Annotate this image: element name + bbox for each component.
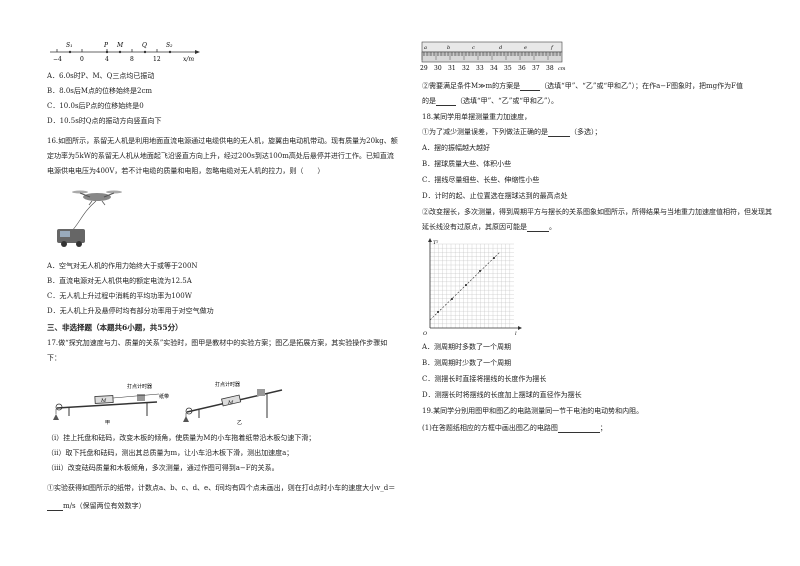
axis-tick-label: −4 xyxy=(53,56,62,63)
axis-point-label: S₂ xyxy=(166,42,173,49)
mass-label-yi: M xyxy=(227,400,234,406)
q18-subquestion-2-line2: 延长线没有过原点，其原因可能是。 xyxy=(422,223,556,232)
q18-subquestion-1: ①为了减少测量误差，下列做法正确的是 （多选）； xyxy=(422,128,602,137)
tape-point-label: e xyxy=(524,45,527,51)
q18-subquestion-2: ②改变摆长，多次测量，得到周期平方与摆长的关系图象如图所示，所得结果与当地重力加… xyxy=(422,208,772,216)
q17-step: （ⅱ）取下托盘和砝码，测出其总质量为m，让小车沿木板下滑，测出加速度a； xyxy=(47,449,294,457)
q17-2-text-b: （选填“甲”、“乙”或“甲和乙”）；在作a−F图象时，把mg作为F值 xyxy=(540,82,743,90)
q17-2-text-a: ②需要满足条件M≫m的方案是 xyxy=(422,82,521,90)
q16-line: 16.如图所示，系留无人机是利用地面直流电源通过电缆供电的无人机，旋翼由电动机带… xyxy=(47,137,398,145)
q17-subquestion-1-tail: m/s（保留两位有效数字） xyxy=(47,502,146,511)
q15-option-d: D．10.5s时Q点的振动方向竖直向下 xyxy=(47,117,162,125)
answer-blank[interactable] xyxy=(520,82,541,91)
q17-2-text-c: 的是 xyxy=(422,97,436,105)
q15-option-b: B．8.0s后M点的位移始终是2cm xyxy=(47,87,153,95)
graph-origin: O xyxy=(423,331,427,336)
answer-blank[interactable] xyxy=(47,502,63,511)
q18-1-text-b: （多选）； xyxy=(570,128,602,136)
figure-label-jia: 甲 xyxy=(105,420,110,426)
axis-tick-label: 4 xyxy=(105,56,109,63)
ruler-number: 34 xyxy=(490,65,498,72)
axis-tick-label: 12 xyxy=(153,56,161,63)
q17-line: 17.做“探究加速度与力、质量的关系”实验时，图甲是教材中的实验方案；图乙是拓展… xyxy=(47,339,388,347)
ruler-number: 33 xyxy=(476,65,484,72)
q16-option-d: D．无人机上升及悬停时均有部分功率用于对空气做功 xyxy=(47,307,214,315)
graph-ylabel: T² xyxy=(433,240,438,246)
q18-option-c: C．摆线尽量细些、长些、伸缩性小些 xyxy=(422,176,540,184)
tape-ruler-figure: a b c d e f 29 30 31 32 33 34 35 36 37 3… xyxy=(420,41,566,72)
q18-2-option-c: C．测摆长时直接将摆线的长度作为摆长 xyxy=(422,375,547,383)
ruler-number: 30 xyxy=(434,65,442,72)
q18-2-option-b: B．测周期时少数了一个周期 xyxy=(422,359,512,367)
mass-label-jia: M xyxy=(100,398,107,404)
q19-subquestion-1: (1)在答题纸相应的方框中画出图乙的电路图 ； xyxy=(422,424,607,433)
q18-option-b: B．摆球质量大些、体积小些 xyxy=(422,160,512,168)
q15-option-a: A．6.0s时P、M、Q三点均已振动 xyxy=(47,72,155,80)
axis-point-label: P xyxy=(103,42,109,49)
axis-unit-label: x/m xyxy=(183,56,194,63)
q16-option-b: B．直流电源对无人机供电的额定电流为12.5A xyxy=(47,277,192,285)
pendulum-graph: T² l O xyxy=(423,238,522,336)
q17-step: （ⅲ）改变砝码质量和木板倾角，多次测量，通过作图可得到a−F的关系。 xyxy=(47,464,279,472)
tape-point-label: f xyxy=(550,45,554,51)
ruler-number: 36 xyxy=(518,65,526,72)
tape-point-label: d xyxy=(499,45,502,51)
timer-label-yi: 打点计时器 xyxy=(215,381,240,388)
answer-blank[interactable] xyxy=(436,97,456,106)
q18-option-d: D．计时的起、止位置选在摆球达到的最高点处 xyxy=(422,192,568,200)
q19-title: 19.某同学分别用图甲和图乙的电路测量同一节干电池的电动势和内阻。 xyxy=(422,407,644,415)
q18-option-a: A．摆的振幅越大越好 xyxy=(422,144,491,152)
q18-2-option-a: A．测周期时多数了一个周期 xyxy=(422,343,512,351)
section-heading: 三、非选择题（本题共6小题，共55分） xyxy=(47,323,183,332)
q16-option-c: C．无人机上升过程中消耗的平均功率为100W xyxy=(47,292,192,300)
q17-subquestion-1: ①实验获得如图所示的纸带，计数点a、b、c、d、e、f间均有四个点未画出，则在打… xyxy=(47,484,396,492)
wave-axis-figure: S₁ P M Q S₂ −4 0 4 8 12 x/m xyxy=(50,42,200,63)
axis-point-label: M xyxy=(116,42,124,49)
ruler-number: 32 xyxy=(462,65,470,72)
graph-xlabel: l xyxy=(515,331,517,336)
axis-point-label: S₁ xyxy=(66,42,73,49)
ruler-number: 29 xyxy=(420,65,428,72)
figure-label-yi: 乙 xyxy=(237,419,242,426)
q19-1-text-b: ； xyxy=(599,424,607,432)
q17-unit-text: m/s（保留两位有效数字） xyxy=(63,502,146,510)
tape-point-label: a xyxy=(424,45,427,51)
tape-label: 纸带 xyxy=(159,393,169,400)
q17-subquestion-2: ②需要满足条件M≫m的方案是 （选填“甲”、“乙”或“甲和乙”）；在作a−F图象时… xyxy=(422,82,743,91)
tape-point-label: c xyxy=(472,45,475,51)
q16-line: 定功率为5kW的系留无人机从地面起飞沿竖直方向上升，经过200s到达100m高处… xyxy=(47,152,394,160)
q15-option-c: C．10.0s后P点的位移始终是0 xyxy=(47,102,144,110)
ruler-number: 38 xyxy=(546,65,554,72)
q17-line: 下： xyxy=(47,354,61,362)
axis-tick-label: 8 xyxy=(130,56,134,63)
ruler-unit: cm xyxy=(558,66,566,72)
answer-blank[interactable] xyxy=(527,223,549,232)
q18-title: 18.某同学用单摆测量重力加速度， xyxy=(422,113,532,121)
ruler-number: 37 xyxy=(532,65,540,72)
axis-point-label: Q xyxy=(142,42,147,49)
answer-blank[interactable] xyxy=(548,128,570,137)
ruler-number: 31 xyxy=(448,65,456,72)
answer-blank[interactable] xyxy=(557,424,600,433)
q17-2-text-d: （选填“甲”、“乙”或“甲和乙”）。 xyxy=(456,97,558,105)
timer-label-jia: 打点计时器 xyxy=(127,383,152,390)
q18-2-text-b: 延长线没有过原点，其原因可能是 xyxy=(422,223,527,231)
drone-figure xyxy=(57,190,122,247)
q18-2-option-d: D．测摆长时将摆线的长度加上摆球的直径作为摆长 xyxy=(422,391,582,399)
q17-step: （ⅰ）挂上托盘和砝码，改变木板的倾角，使质量为M的小车拖着纸带沿木板匀速下滑； xyxy=(47,434,316,442)
q19-1-text: (1)在答题纸相应的方框中画出图乙的电路图 xyxy=(422,424,558,432)
axis-tick-label: 0 xyxy=(80,56,84,63)
q16-option-a: A．空气对无人机的作用力始终大于或等于200N xyxy=(47,262,198,270)
ruler-number: 35 xyxy=(504,65,512,72)
q17-subquestion-2-line2: 的是 （选填“甲”、“乙”或“甲和乙”）。 xyxy=(422,97,558,106)
q18-1-text: ①为了减少测量误差，下列做法正确的是 xyxy=(422,128,548,136)
experiment-figure: M 打点计时器 纸带 甲 M 打点计时器 乙 xyxy=(53,381,283,426)
tape-point-label: b xyxy=(447,45,450,51)
q16-line: 电源供电电压为400V，若不计电缆的质量和电阻，忽略电缆对无人机的拉力，则（ ） xyxy=(47,167,325,175)
